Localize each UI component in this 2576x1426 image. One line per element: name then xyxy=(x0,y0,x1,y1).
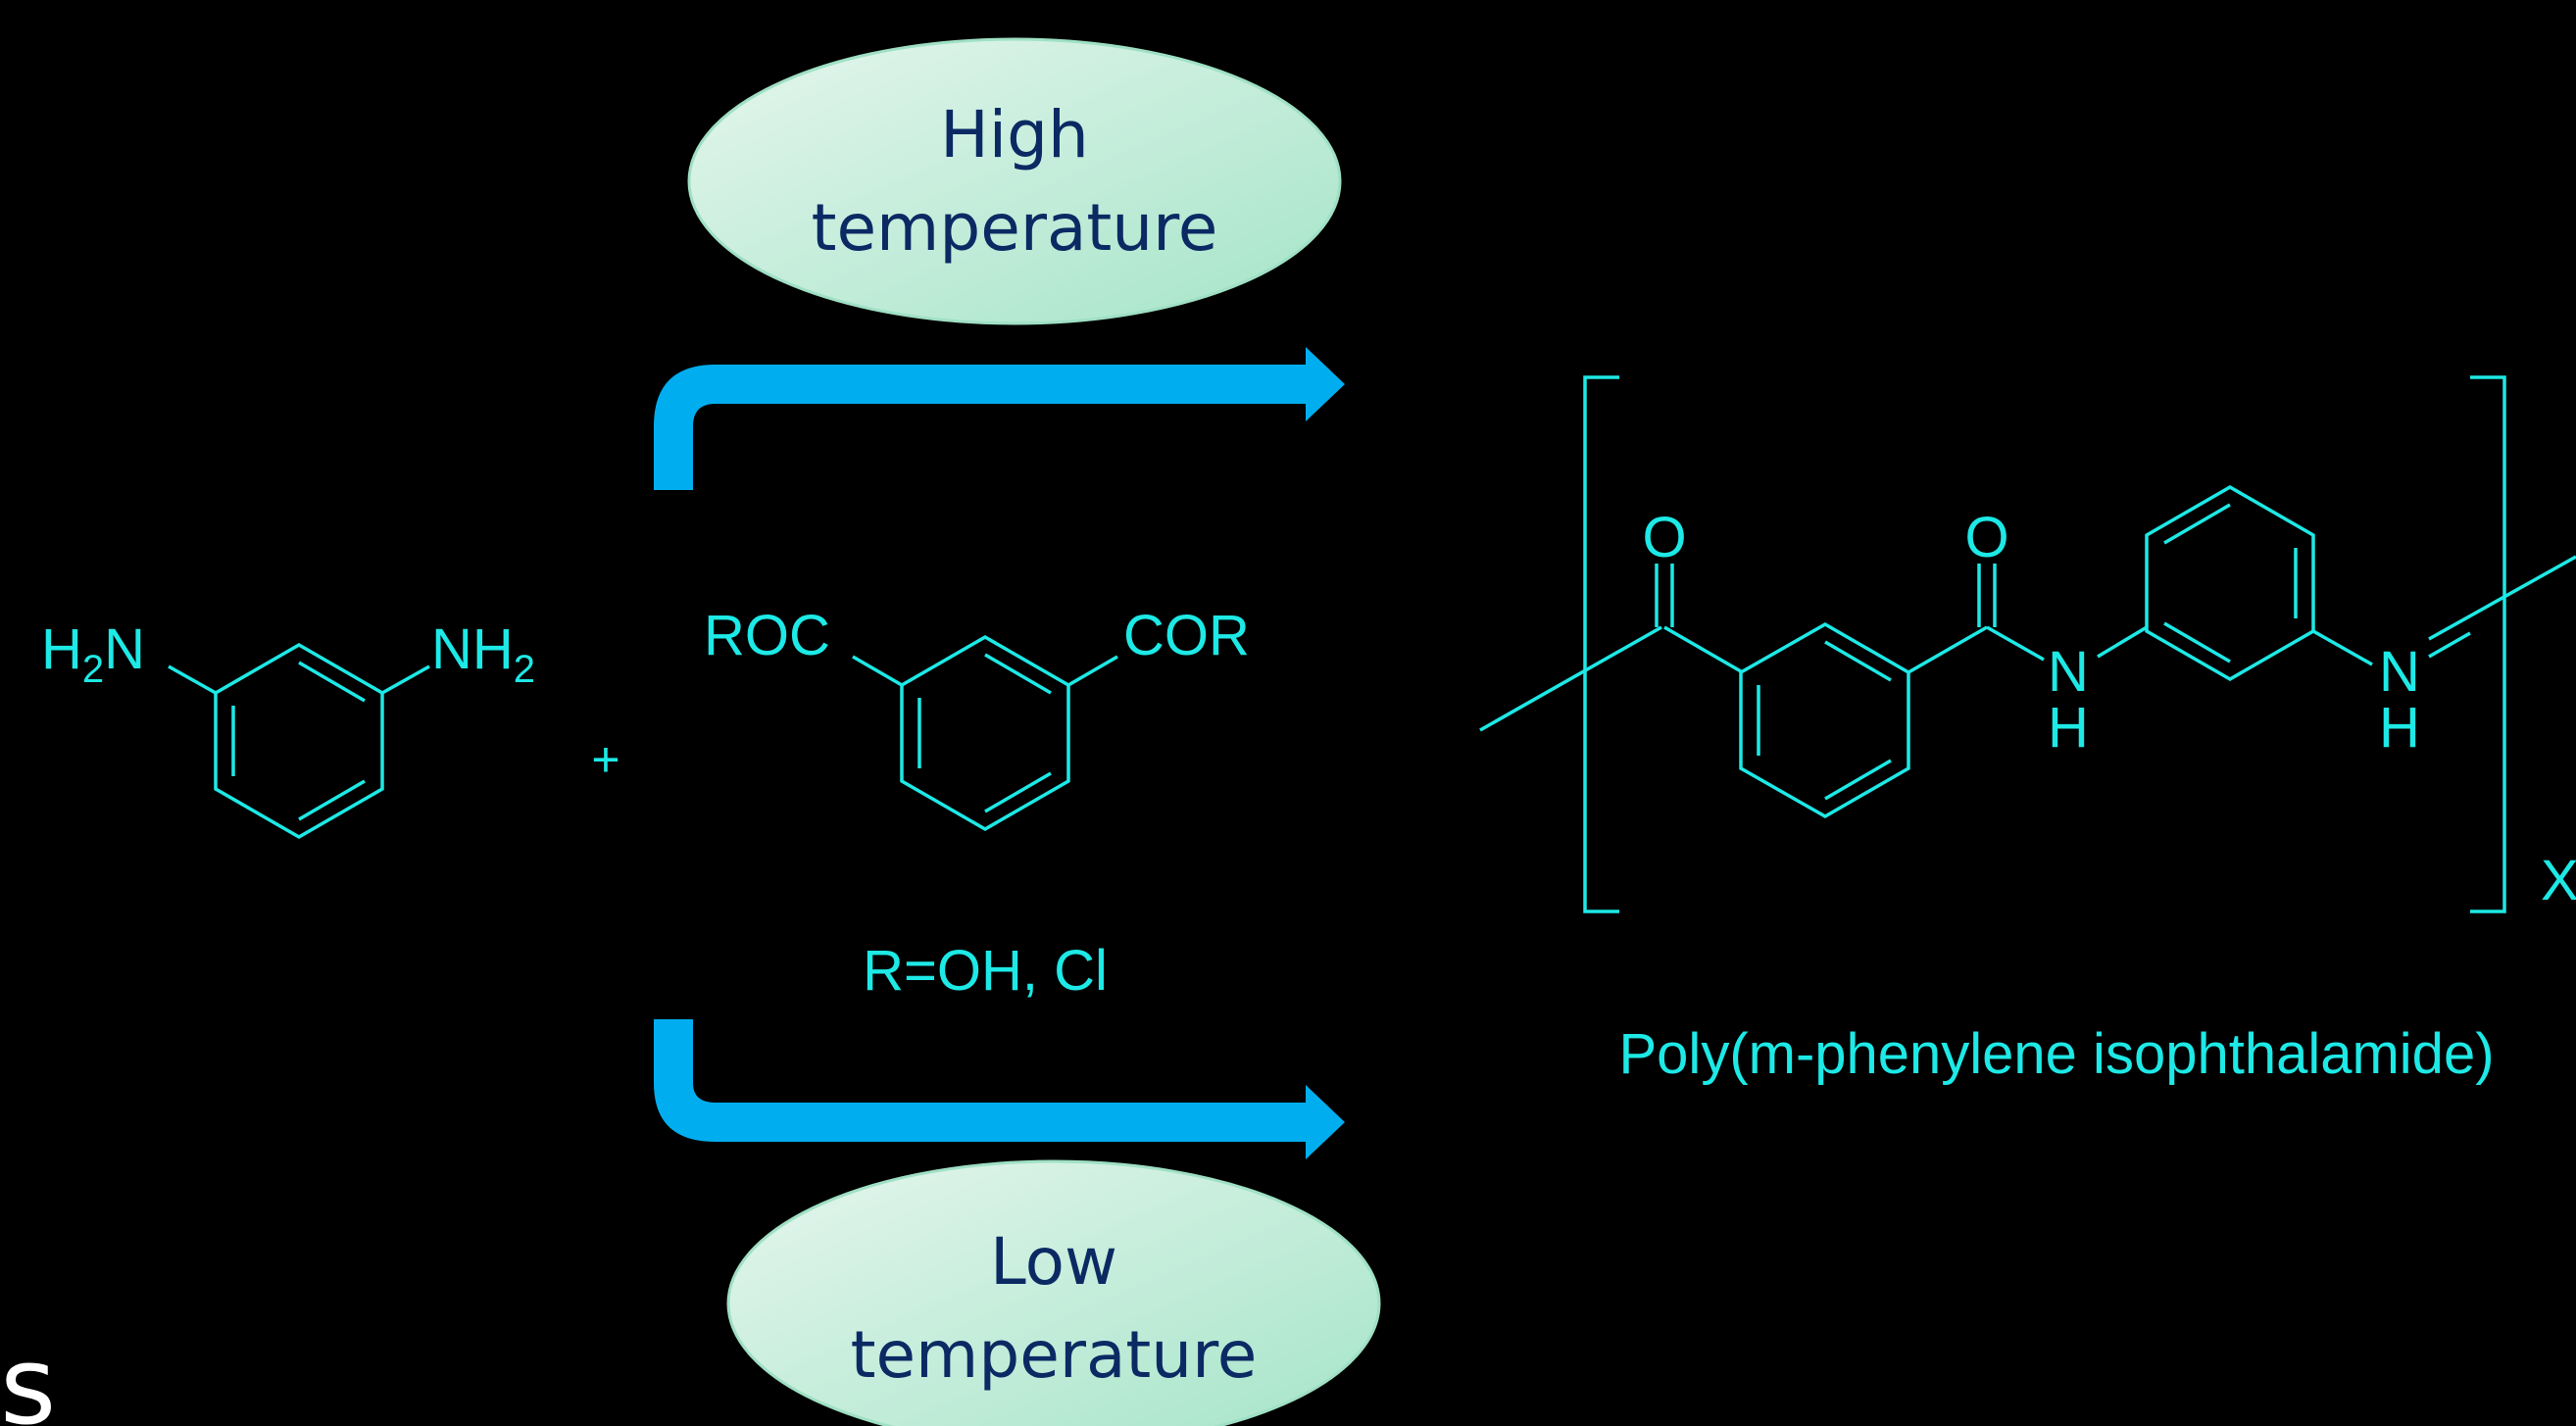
benzene-ring xyxy=(214,642,384,840)
bond-to-amine xyxy=(381,664,430,695)
carbonyl-oxygen: O xyxy=(1642,506,1686,569)
bond-to-acyl xyxy=(1067,655,1118,687)
upper-reaction-arrow xyxy=(654,347,1345,490)
bond-to-acyl xyxy=(852,655,903,687)
repeat-subscript: X xyxy=(2541,849,2576,912)
benzene-ring xyxy=(2145,484,2315,682)
condition-line-2: temperature xyxy=(812,190,1218,266)
chain-end-bond-left xyxy=(1479,625,1662,732)
bond-to-amine xyxy=(168,664,217,695)
polymer-name: Poly(m-phenylene isophthalamide) xyxy=(1618,1022,2494,1086)
condition-ellipse xyxy=(687,37,1342,325)
amine-group-left: H2N xyxy=(41,617,145,691)
amide-nitrogen: N xyxy=(2379,640,2420,704)
isophthaloyl-reactant xyxy=(852,634,1118,832)
plus-sign: + xyxy=(591,732,619,787)
condition-line-1: High xyxy=(940,97,1089,172)
low-temperature-condition: Low temperature xyxy=(726,1159,1381,1426)
m-phenylenediamine xyxy=(168,642,430,840)
polymer-repeat-unit xyxy=(1479,375,2576,913)
condition-ellipse xyxy=(726,1159,1381,1426)
amide-hydrogen: H xyxy=(2379,696,2420,760)
high-temperature-condition: High temperature xyxy=(687,37,1342,325)
condition-line-2: temperature xyxy=(851,1317,1258,1393)
r-group-definition: R=OH, Cl xyxy=(863,939,1108,1003)
amide-bond xyxy=(1986,625,2045,662)
benzene-ring xyxy=(900,634,1070,832)
condition-line-1: Low xyxy=(990,1224,1117,1300)
acyl-group-left: ROC xyxy=(704,604,830,667)
amine-group-right: NH2 xyxy=(431,617,535,691)
carbonyl-oxygen: O xyxy=(1964,506,2008,569)
acyl-group-right: COR xyxy=(1123,604,1250,667)
benzene-ring xyxy=(1739,621,1910,819)
amide-hydrogen: H xyxy=(2048,696,2089,760)
left-bracket xyxy=(1583,375,1619,913)
lower-reaction-arrow xyxy=(654,1019,1345,1159)
edge-text-fragment: s xyxy=(0,1323,56,1426)
chain-end-bond-right xyxy=(2428,555,2576,641)
right-bracket xyxy=(2470,375,2506,913)
amide-nitrogen: N xyxy=(2048,640,2089,704)
